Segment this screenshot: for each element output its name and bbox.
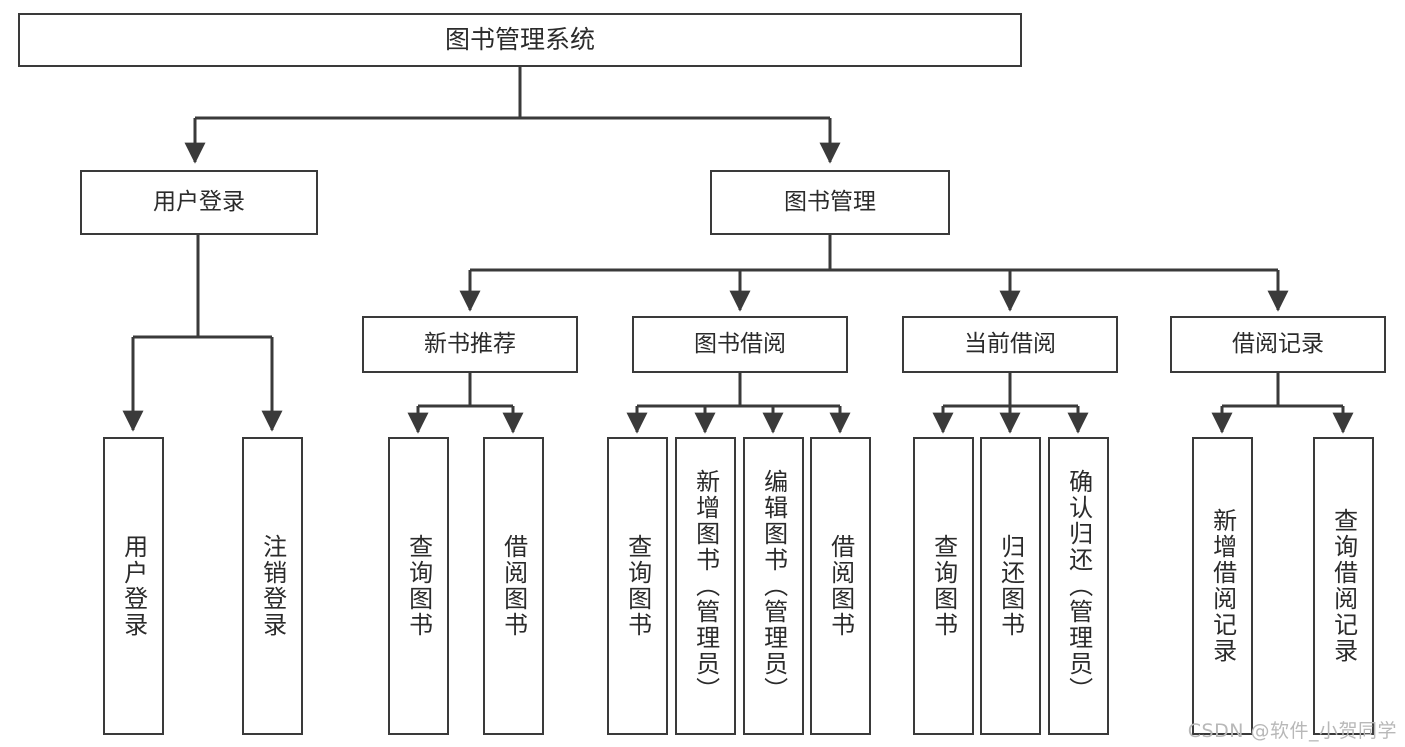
node-new-book-recommend[interactable]: 新书推荐	[362, 316, 578, 373]
node-label: 查询图书	[929, 534, 958, 638]
node-label: 图书借阅	[694, 330, 786, 357]
node-label: 用户登录	[119, 534, 148, 638]
leaf-borrow-record-add-record[interactable]: 新增借阅记录	[1192, 437, 1253, 735]
leaf-user-login-logout[interactable]: 注销登录	[242, 437, 303, 735]
leaf-new-book-query-book[interactable]: 查询图书	[388, 437, 449, 735]
leaf-borrow-record-query-record[interactable]: 查询借阅记录	[1313, 437, 1374, 735]
node-current-borrow[interactable]: 当前借阅	[902, 316, 1118, 373]
node-label: 借阅图书	[826, 534, 855, 638]
leaf-book-borrow-query-book[interactable]: 查询图书	[607, 437, 668, 735]
leaf-book-borrow-edit-book-admin[interactable]: 编辑图书（管理员）	[743, 437, 804, 735]
leaf-book-borrow-borrow-book[interactable]: 借阅图书	[810, 437, 871, 735]
node-label: 归还图书	[996, 534, 1025, 638]
node-root-book-management-system[interactable]: 图书管理系统	[18, 13, 1022, 67]
leaf-user-login-login[interactable]: 用户登录	[103, 437, 164, 735]
node-book-borrow[interactable]: 图书借阅	[632, 316, 848, 373]
leaf-new-book-borrow-book[interactable]: 借阅图书	[483, 437, 544, 735]
node-label: 当前借阅	[964, 330, 1056, 357]
node-label: 借阅图书	[499, 534, 528, 638]
leaf-book-borrow-add-book-admin[interactable]: 新增图书（管理员）	[675, 437, 736, 735]
csdn-watermark: CSDN @软件_小贺同学	[1187, 720, 1397, 742]
leaf-current-borrow-return-book[interactable]: 归还图书	[980, 437, 1041, 735]
node-label: 编辑图书（管理员）	[759, 469, 788, 703]
node-user-login[interactable]: 用户登录	[80, 170, 318, 235]
node-label: 查询借阅记录	[1329, 508, 1358, 664]
node-label: 用户登录	[153, 188, 245, 215]
leaf-current-borrow-confirm-return-admin[interactable]: 确认归还（管理员）	[1048, 437, 1109, 735]
node-label: 图书管理	[784, 188, 876, 215]
node-label: 确认归还（管理员）	[1064, 469, 1093, 703]
node-label: 注销登录	[258, 534, 287, 638]
node-label: 新增图书（管理员）	[691, 469, 720, 703]
leaf-current-borrow-query-book[interactable]: 查询图书	[913, 437, 974, 735]
node-book-management[interactable]: 图书管理	[710, 170, 950, 235]
node-label: 新增借阅记录	[1208, 508, 1237, 664]
node-borrow-record[interactable]: 借阅记录	[1170, 316, 1386, 373]
node-label: 查询图书	[623, 534, 652, 638]
node-label: 新书推荐	[424, 330, 516, 357]
node-label: 图书管理系统	[444, 25, 595, 55]
node-label: 借阅记录	[1232, 330, 1324, 357]
node-label: 查询图书	[404, 534, 433, 638]
